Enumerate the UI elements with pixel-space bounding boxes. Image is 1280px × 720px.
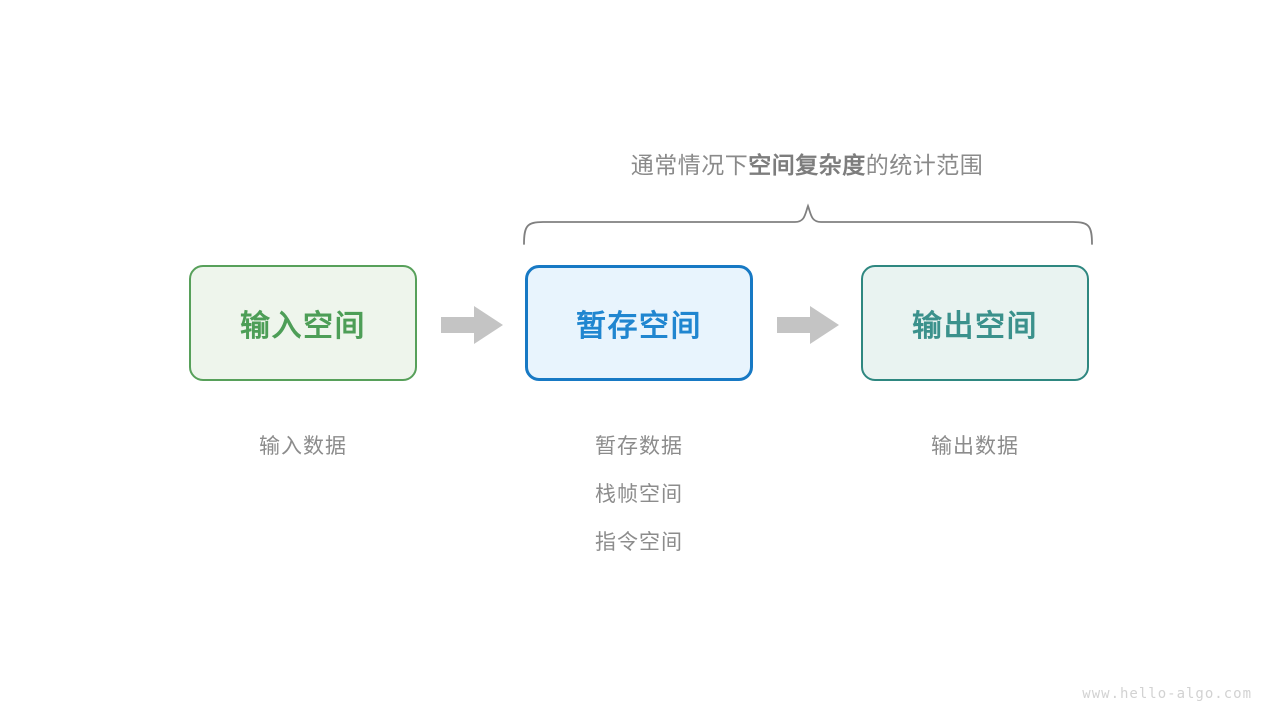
scope-caption: 通常情况下空间复杂度的统计范围 [0, 146, 1280, 180]
right-arrow-icon [441, 306, 503, 344]
box-output-space: 输出空间 [861, 265, 1089, 381]
scope-caption-suffix: 的统计范围 [865, 152, 984, 178]
watermark: www.hello-algo.com [1082, 686, 1252, 702]
caption-line: 输入数据 [259, 435, 347, 458]
scope-caption-prefix: 通常情况下 [630, 152, 749, 178]
caption-line: 指令空间 [595, 531, 683, 554]
caption-group-output: 输出数据 [861, 423, 1089, 471]
caption-line: 输出数据 [931, 435, 1019, 458]
box-input-space: 输入空间 [189, 265, 417, 381]
caption-line: 暂存数据 [595, 435, 683, 458]
caption-group-buffer: 暂存数据 栈帧空间 指令空间 [525, 423, 753, 567]
right-arrow-icon [777, 306, 839, 344]
scope-brace-icon [523, 203, 1093, 245]
box-buffer-space-label: 暂存空间 [576, 310, 702, 343]
caption-line: 栈帧空间 [595, 483, 683, 506]
caption-group-input: 输入数据 [189, 423, 417, 471]
box-buffer-space: 暂存空间 [525, 265, 753, 381]
scope-caption-emphasis: 空间复杂度 [748, 152, 866, 178]
box-input-space-label: 输入空间 [240, 310, 366, 343]
box-output-space-label: 输出空间 [912, 310, 1038, 343]
